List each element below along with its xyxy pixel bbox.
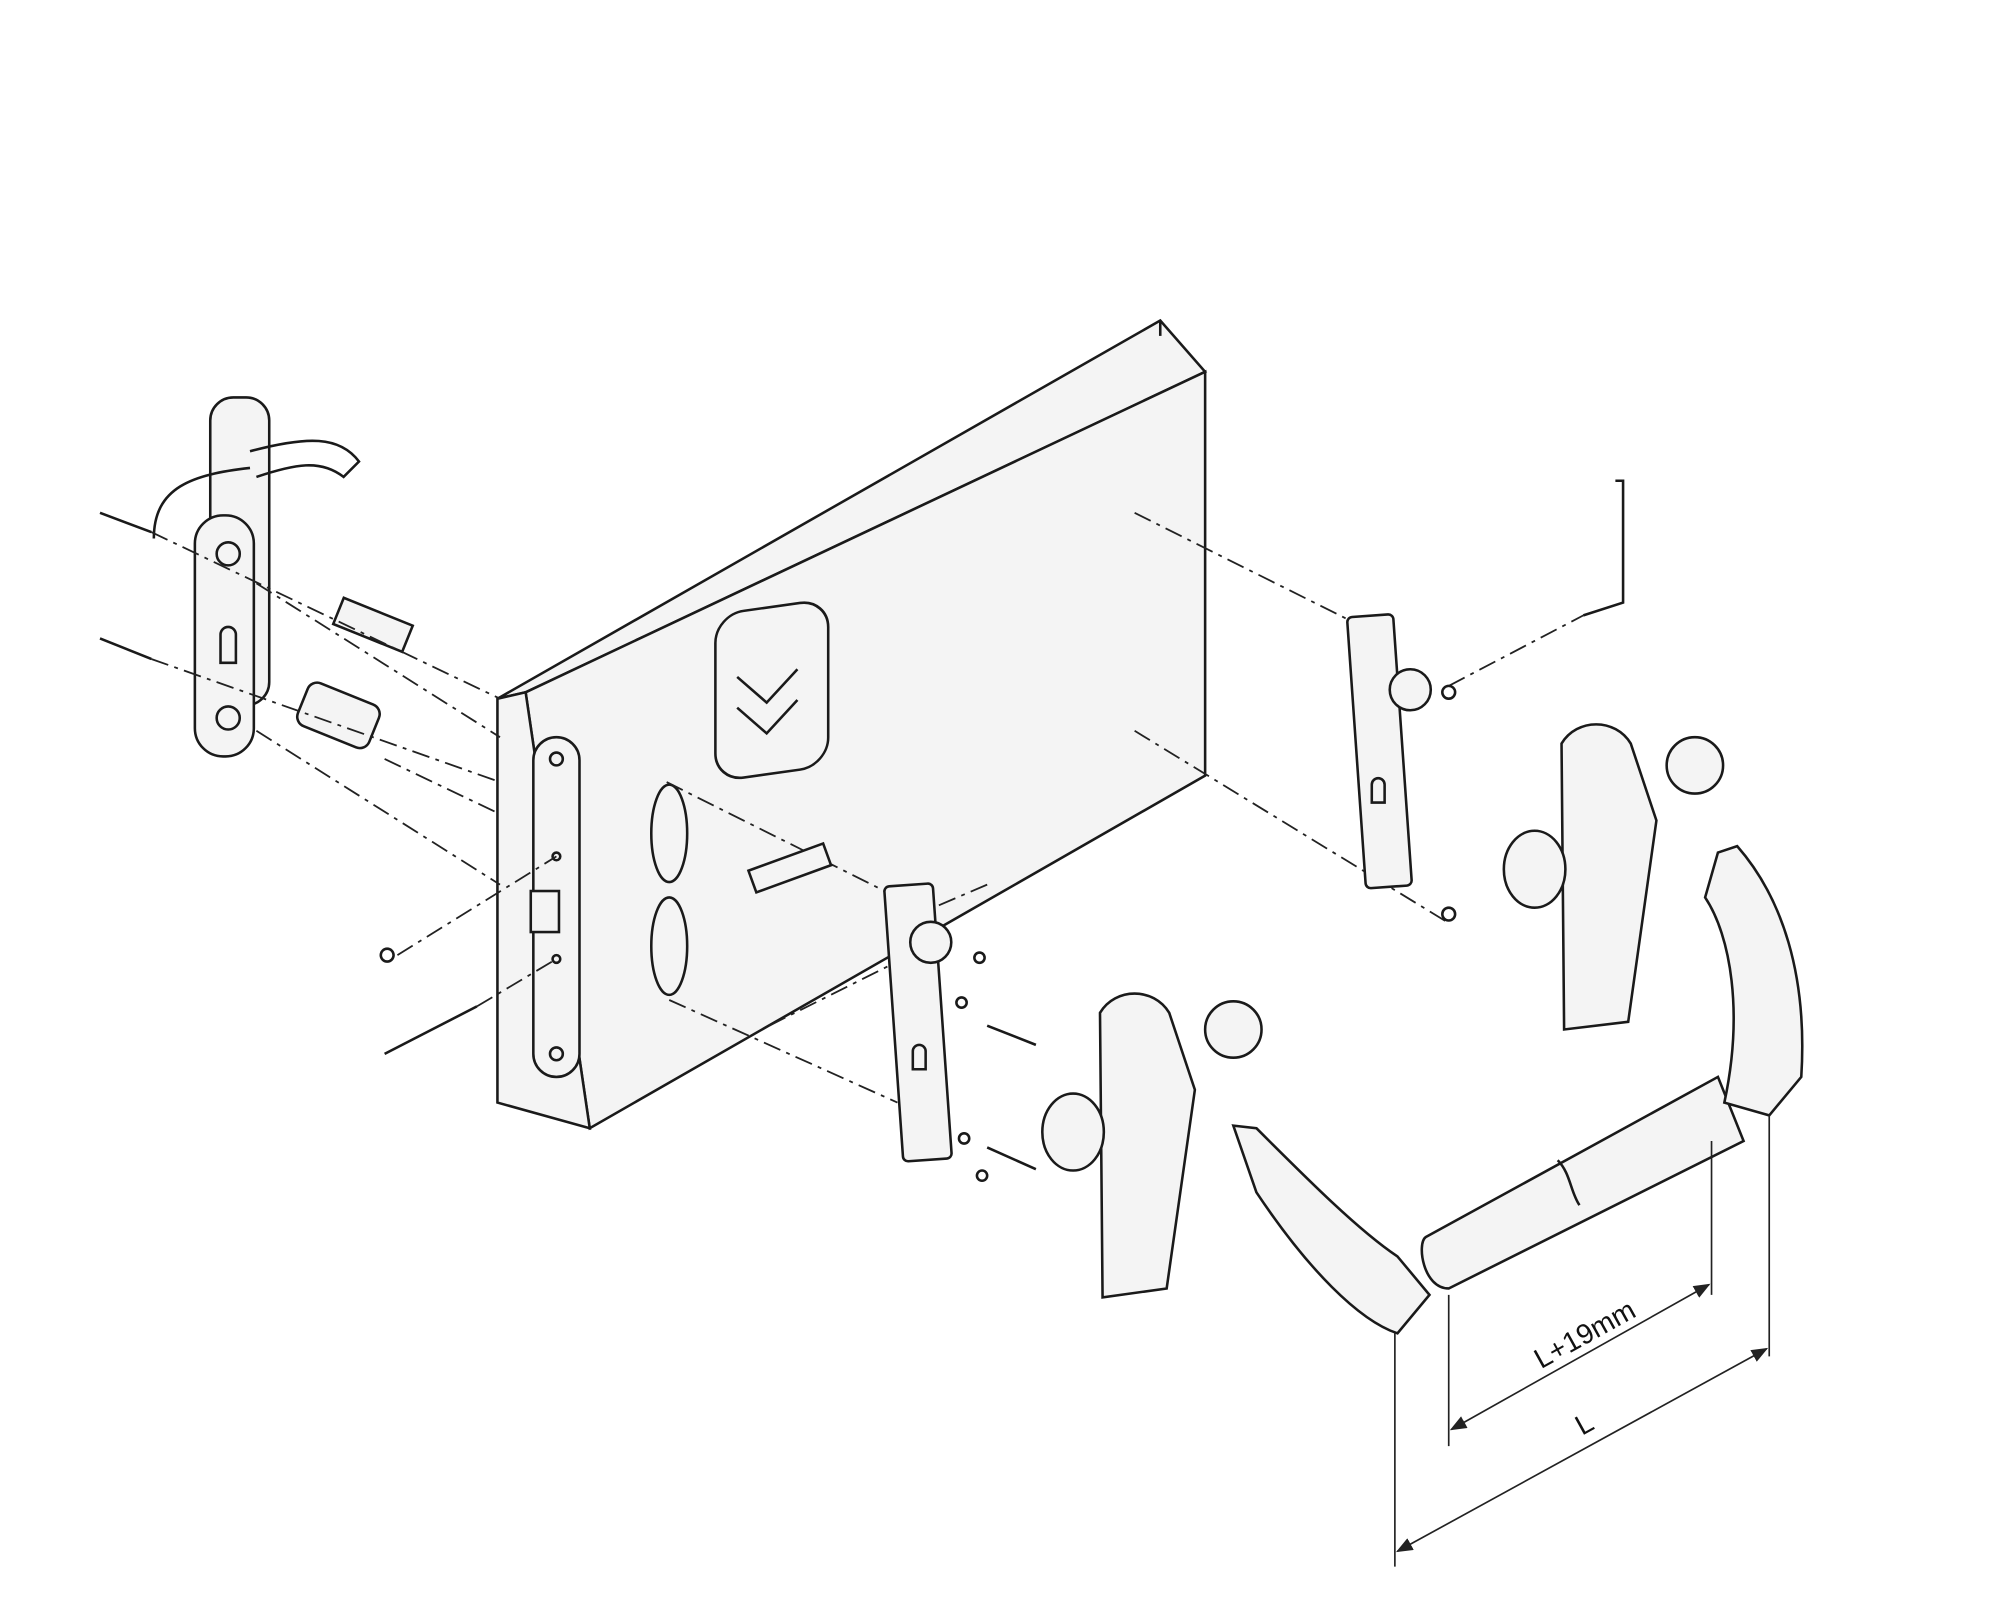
latch-bolt: [529, 889, 561, 934]
allen-key: [1582, 479, 1625, 617]
lever-knob-center: [1041, 992, 1263, 1299]
mechanism-center: [746, 841, 1037, 1183]
dimension-inner-label: L+19mm: [1528, 1293, 1640, 1375]
spindle: [331, 596, 415, 654]
dimension-outer: [1395, 1347, 1769, 1553]
lock-case: [496, 318, 1208, 1131]
mechanism-right: [1346, 479, 1625, 922]
escutcheon-plate: [193, 514, 256, 758]
push-bar-handle: [1231, 844, 1804, 1335]
dimension-outer-label: L: [1569, 1406, 1598, 1442]
follower: [746, 841, 833, 895]
lever-knob-right: [1502, 723, 1725, 1031]
assembly-guides: [150, 512, 1584, 1104]
cylinder: [295, 681, 381, 750]
lever-handle-left: [152, 396, 361, 758]
brand-logo-icon: [714, 601, 830, 780]
screws-left: [99, 511, 478, 1055]
